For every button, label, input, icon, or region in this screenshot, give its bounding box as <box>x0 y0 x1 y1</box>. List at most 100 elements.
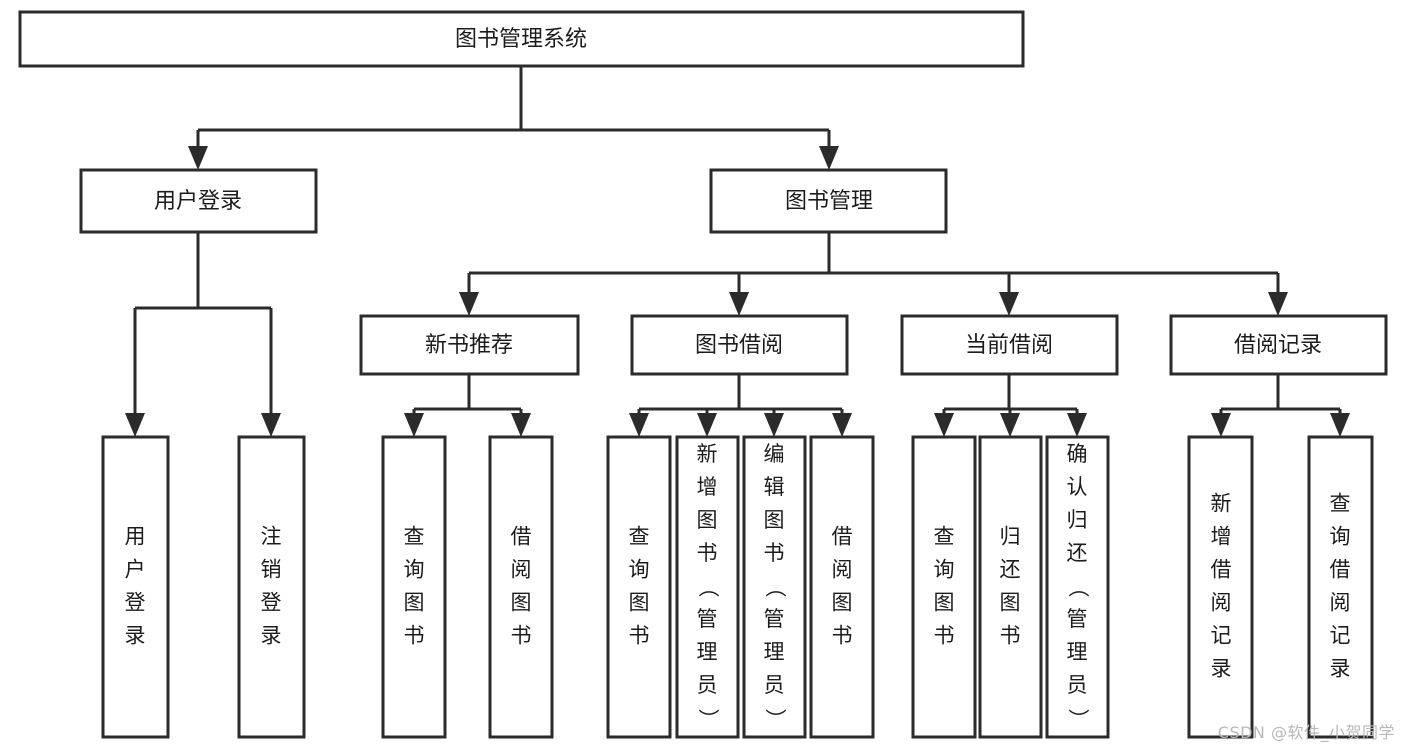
node-book-manage-box[interactable] <box>709 168 948 234</box>
arrowhead-bm-current-borrow <box>999 292 1019 316</box>
node-user-login[interactable]: 用户登录 <box>79 168 318 234</box>
svg-text:图: 图 <box>629 591 650 615</box>
node-leaf-add-book[interactable] <box>675 435 740 739</box>
node-leaf-logout[interactable] <box>237 435 306 739</box>
node-new-book-rec-box[interactable] <box>359 314 580 376</box>
svg-text:查: 查 <box>1330 492 1351 516</box>
svg-text:编: 编 <box>764 442 785 466</box>
svg-text:增: 增 <box>1211 525 1232 549</box>
svg-text:登: 登 <box>261 591 282 615</box>
svg-text:户: 户 <box>125 558 146 582</box>
node-leaf-return-book-box[interactable] <box>978 435 1043 739</box>
svg-text:阅: 阅 <box>1211 591 1232 615</box>
node-leaf-borrow-book-2-box[interactable] <box>809 435 875 739</box>
node-leaf-query-book-1[interactable] <box>381 435 447 739</box>
svg-text:理: 理 <box>697 640 718 664</box>
arrowhead-cb-leaf-2 <box>1000 413 1020 437</box>
svg-text:理: 理 <box>764 640 785 664</box>
svg-text:）: ） <box>763 709 787 730</box>
node-current-borrow-box[interactable] <box>900 314 1119 376</box>
node-leaf-query-book-3[interactable] <box>911 435 977 739</box>
svg-text:图: 图 <box>764 508 785 532</box>
node-borrow-record[interactable]: 借阅记录 <box>1169 314 1388 376</box>
svg-text:确: 确 <box>1067 442 1088 466</box>
node-current-borrow[interactable]: 当前借阅 <box>900 314 1119 376</box>
svg-text:员: 员 <box>764 673 785 697</box>
node-leaf-add-book-box[interactable] <box>675 435 740 739</box>
node-borrow-record-box[interactable] <box>1169 314 1388 376</box>
node-leaf-query-book-2-box[interactable] <box>606 435 672 739</box>
arrowhead-root-to-user-login <box>188 146 208 170</box>
node-book-borrow-box[interactable] <box>630 314 849 376</box>
svg-text:图: 图 <box>832 591 853 615</box>
svg-text:书: 书 <box>1000 624 1021 648</box>
svg-text:员: 员 <box>1067 673 1088 697</box>
arrowhead-bb-leaf-3 <box>764 413 784 437</box>
node-leaf-return-book[interactable] <box>978 435 1043 739</box>
node-leaf-user-login[interactable] <box>101 435 170 739</box>
svg-text:借: 借 <box>1211 558 1232 582</box>
arrowhead-root-to-book-manage <box>819 146 839 170</box>
node-root-box[interactable] <box>18 10 1025 68</box>
svg-text:书: 书 <box>697 541 718 565</box>
csdn-watermark: CSDN @软件_小贺同学 <box>1217 723 1395 742</box>
svg-text:新: 新 <box>697 442 718 466</box>
arrowhead-cb-leaf-1 <box>934 413 954 437</box>
svg-text:书: 书 <box>511 624 532 648</box>
node-leaf-borrow-book-1-box[interactable] <box>488 435 554 739</box>
svg-text:询: 询 <box>934 558 955 582</box>
node-leaf-query-record-box[interactable] <box>1307 435 1374 739</box>
svg-text:阅: 阅 <box>832 558 853 582</box>
svg-text:书: 书 <box>934 624 955 648</box>
svg-text:用: 用 <box>125 525 146 549</box>
svg-text:图: 图 <box>1000 591 1021 615</box>
node-current-borrow-label: 当前借阅 <box>965 333 1053 358</box>
node-leaf-confirm-return[interactable] <box>1045 435 1110 739</box>
node-leaf-add-record[interactable] <box>1187 435 1254 739</box>
svg-text:查: 查 <box>404 525 425 549</box>
svg-text:归: 归 <box>1000 525 1021 549</box>
svg-text:图: 图 <box>511 591 532 615</box>
node-book-borrow[interactable]: 图书借阅 <box>630 314 849 376</box>
node-leaf-query-book-1-box[interactable] <box>381 435 447 739</box>
node-leaf-logout-box[interactable] <box>237 435 306 739</box>
node-leaf-query-book-2[interactable] <box>606 435 672 739</box>
node-leaf-query-record[interactable] <box>1307 435 1374 739</box>
arrowhead-nbr-leaf-1 <box>404 413 424 437</box>
svg-text:（: （ <box>1066 577 1090 598</box>
svg-text:增: 增 <box>697 475 718 499</box>
node-root[interactable]: 图书管理系统 <box>18 10 1025 68</box>
svg-text:管: 管 <box>697 607 718 631</box>
node-new-book-rec[interactable]: 新书推荐 <box>359 314 580 376</box>
node-leaf-edit-book[interactable] <box>742 435 807 739</box>
svg-text:）: ） <box>1066 709 1090 730</box>
node-leaf-edit-book-box[interactable] <box>742 435 807 739</box>
svg-text:录: 录 <box>1330 657 1351 681</box>
node-book-manage[interactable]: 图书管理 <box>709 168 948 234</box>
svg-text:阅: 阅 <box>511 558 532 582</box>
node-leaf-borrow-book-2[interactable] <box>809 435 875 739</box>
node-book-borrow-label: 图书借阅 <box>695 333 783 358</box>
node-leaf-confirm-return-box[interactable] <box>1045 435 1110 739</box>
node-leaf-query-book-3-box[interactable] <box>911 435 977 739</box>
svg-text:录: 录 <box>1211 657 1232 681</box>
node-user-login-box[interactable] <box>79 168 318 234</box>
svg-text:还: 还 <box>1067 541 1088 565</box>
svg-text:记: 记 <box>1211 624 1232 648</box>
node-borrow-record-label: 借阅记录 <box>1234 333 1322 358</box>
node-new-book-rec-label: 新书推荐 <box>425 333 513 358</box>
node-leaf-user-login-box[interactable] <box>101 435 170 739</box>
svg-text:管: 管 <box>764 607 785 631</box>
arrowhead-br-leaf-1 <box>1211 413 1231 437</box>
arrowhead-bm-borrow-record <box>1268 292 1288 316</box>
node-leaf-add-record-box[interactable] <box>1187 435 1254 739</box>
node-leaf-borrow-book-1[interactable] <box>488 435 554 739</box>
svg-text:书: 书 <box>404 624 425 648</box>
